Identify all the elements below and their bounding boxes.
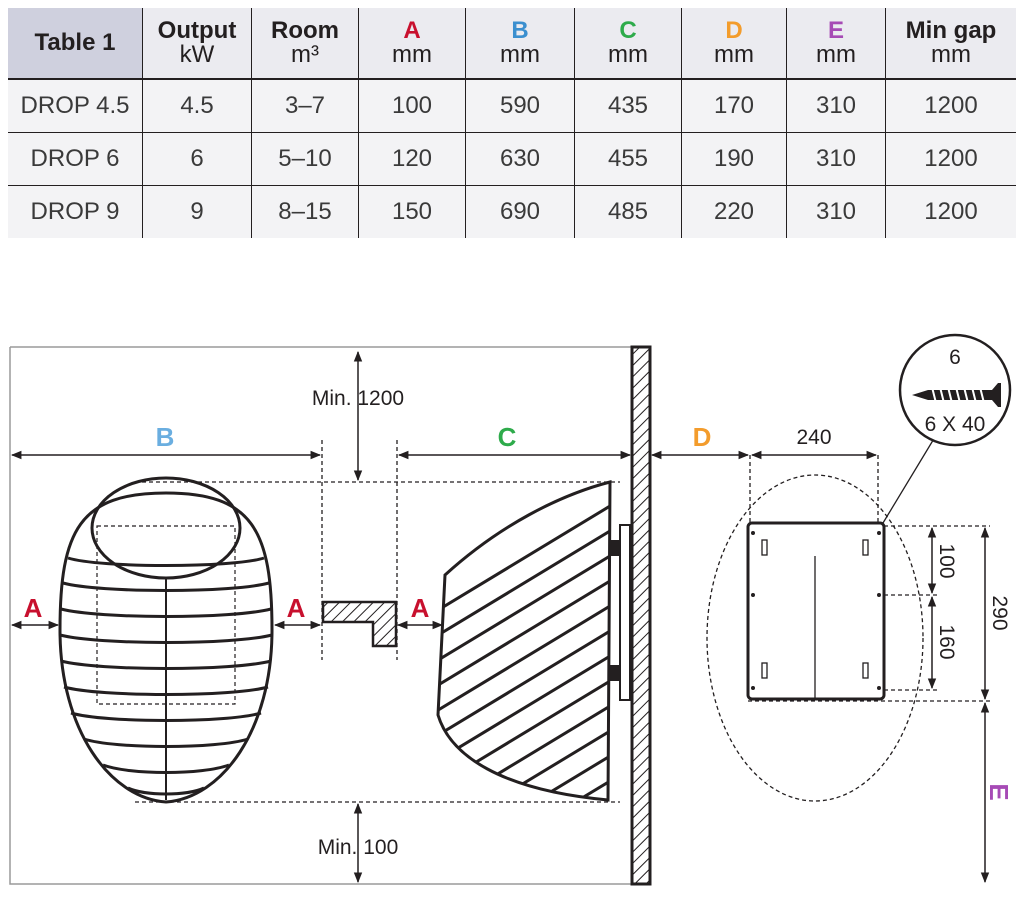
screw-size-label: 6 X 40 — [925, 413, 986, 436]
table-cell: 455 — [574, 132, 682, 186]
table-cell: 3–7 — [251, 79, 359, 133]
screw-icon — [912, 383, 1001, 407]
min-bottom-label: Min. 100 — [318, 836, 399, 859]
installation-diagram: Min. 1200 Min. 100 B C D A A A — [9, 333, 1014, 886]
col-name: C — [619, 17, 637, 44]
table-cell: 190 — [681, 132, 787, 186]
model-cell: DROP 4.5 — [8, 79, 143, 133]
model-cell: DROP 9 — [8, 185, 143, 238]
col-unit: mm — [608, 41, 648, 68]
a-label: A — [287, 593, 306, 623]
table-cell: 435 — [574, 79, 682, 133]
col-unit: m³ — [291, 41, 319, 68]
table-cell: 170 — [681, 79, 787, 133]
heater-front-view — [58, 476, 274, 804]
table-cell: 1200 — [885, 79, 1016, 133]
table-cell: 4.5 — [142, 79, 252, 133]
table-cell: 1200 — [885, 132, 1016, 186]
table-cell: 310 — [786, 79, 886, 133]
a-label: A — [24, 593, 43, 623]
col-name: A — [403, 17, 421, 44]
col-name: D — [725, 17, 743, 44]
table-cell: 5–10 — [251, 132, 359, 186]
table-cell: 630 — [465, 132, 575, 186]
table-cell: 590 — [465, 79, 575, 133]
c-label: C — [498, 422, 517, 452]
screw-diameter-label: 6 — [949, 346, 961, 369]
table-cell: 310 — [786, 185, 886, 238]
wall — [630, 345, 652, 886]
bracket-width-label: 240 — [796, 426, 831, 449]
col-name: Min gap — [905, 17, 997, 44]
hole-spacing-label: 160 — [935, 624, 958, 659]
col-name: Output — [157, 17, 237, 44]
wall-bracket-front-view — [706, 455, 990, 802]
table-cell: 100 — [358, 79, 466, 133]
table-row: DROP 6 6 5–10 120 630 455 190 310 1200 — [8, 132, 1016, 186]
table-row: DROP 9 9 8–15 150 690 485 220 310 1200 — [8, 185, 1016, 238]
heater-side-view — [436, 480, 631, 802]
table-cell: 150 — [358, 185, 466, 238]
a-label: A — [411, 593, 430, 623]
table-cell: 1200 — [885, 185, 1016, 238]
b-label: B — [156, 422, 175, 452]
d-label: D — [693, 422, 712, 452]
table-title: Table 1 — [8, 8, 143, 80]
e-label: E — [984, 783, 1014, 800]
col-unit: mm — [392, 41, 432, 68]
table-row: DROP 4.5 4.5 3–7 100 590 435 170 310 120… — [8, 79, 1016, 133]
bracket-height-label: 290 — [988, 595, 1011, 630]
room-floor-and-ceiling — [9, 346, 632, 885]
callout-leader — [882, 436, 936, 524]
col-name: Room — [271, 17, 339, 44]
hole-top-label: 100 — [935, 543, 958, 578]
min-top-label: Min. 1200 — [312, 387, 404, 410]
col-unit: mm — [714, 41, 754, 68]
table-cell: 485 — [574, 185, 682, 238]
table-cell: 220 — [681, 185, 787, 238]
table-cell: 9 — [142, 185, 252, 238]
col-unit: mm — [931, 41, 971, 68]
table-cell: 8–15 — [251, 185, 359, 238]
col-unit: mm — [816, 41, 856, 68]
table-cell: 690 — [465, 185, 575, 238]
table-cell: 310 — [786, 132, 886, 186]
col-name: E — [827, 17, 844, 44]
col-unit: mm — [500, 41, 540, 68]
col-name: B — [511, 17, 529, 44]
model-cell: DROP 6 — [8, 132, 143, 186]
col-unit: kW — [179, 41, 215, 68]
bracket-profile — [321, 600, 398, 648]
table-cell: 120 — [358, 132, 466, 186]
table-cell: 6 — [142, 132, 252, 186]
